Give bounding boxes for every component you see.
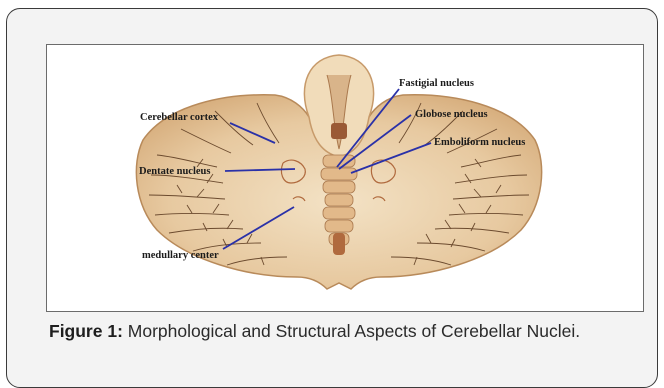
figure-card: Cerebellar cortex Dentate nucleus medull… — [6, 8, 658, 388]
caption-prefix: Figure 1: — [49, 321, 123, 341]
label-cerebellar-cortex: Cerebellar cortex — [140, 112, 219, 123]
figure-image-frame: Cerebellar cortex Dentate nucleus medull… — [46, 44, 644, 312]
label-globose-nucleus: Globose nucleus — [415, 109, 488, 120]
label-dentate-nucleus: Dentate nucleus — [139, 166, 210, 177]
cerebellum-diagram: Cerebellar cortex Dentate nucleus medull… — [47, 45, 645, 313]
label-fastigial-nucleus: Fastigial nucleus — [399, 78, 474, 89]
label-medullary-center: medullary center — [142, 250, 219, 261]
figure-caption: Figure 1: Morphological and Structural A… — [49, 319, 629, 343]
label-emboliform-nucleus: Emboliform nucleus — [434, 137, 525, 148]
caption-text: Morphological and Structural Aspects of … — [123, 321, 580, 341]
